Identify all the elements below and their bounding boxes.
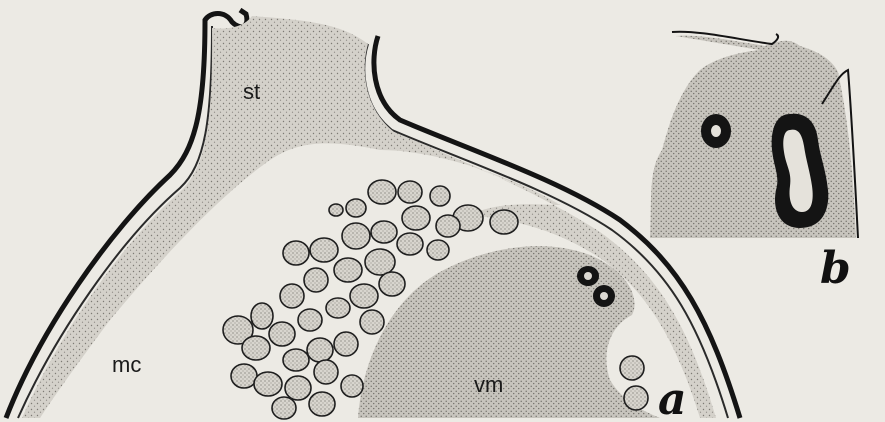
granule-cell [341,375,363,397]
granule-cell [309,392,335,416]
granule-cell [368,180,396,204]
granule-cell [379,272,405,296]
dark-ring-hole [584,272,592,280]
granule-cell [371,221,397,243]
granule-cell [254,372,282,396]
label-mc: mc [112,352,141,377]
panel-label-a: a [658,374,687,422]
granule-cell [365,249,395,275]
granule-cell [490,210,518,234]
granule-cell [427,240,449,260]
granule-cell [436,215,460,237]
inset-small-ring-hole [711,125,721,137]
granule-cell [360,310,384,334]
granule-cell [334,332,358,356]
granule-cell [342,223,370,249]
panel-label-b: b [820,243,851,294]
granule-cell [304,268,328,292]
granule-cell [283,349,309,371]
granule-cell [280,284,304,308]
dark-ring-hole [600,292,608,300]
granule-cell [298,309,322,331]
granule-cell [285,376,311,400]
granule-cell [269,322,295,346]
granule-cell [283,241,309,265]
granule-cell [310,238,338,262]
granule-cell [307,338,333,362]
granule-cell [326,298,350,318]
granule-cell [231,364,257,388]
granule-cell [251,303,273,329]
label-st: st [243,79,260,104]
granule-cell [334,258,362,282]
granule-cell [430,186,450,206]
granule-cell [398,181,422,203]
label-vm: vm [474,372,503,397]
granule-cell [350,284,378,308]
granule-cell [397,233,423,255]
granule-cell [346,199,366,217]
granule-cell [242,336,270,360]
granule-cell [329,204,343,216]
granule-cell [624,386,648,410]
granule-cell [314,360,338,384]
granule-cell [272,397,296,419]
granule-cell [402,206,430,230]
granule-cell [620,356,644,380]
